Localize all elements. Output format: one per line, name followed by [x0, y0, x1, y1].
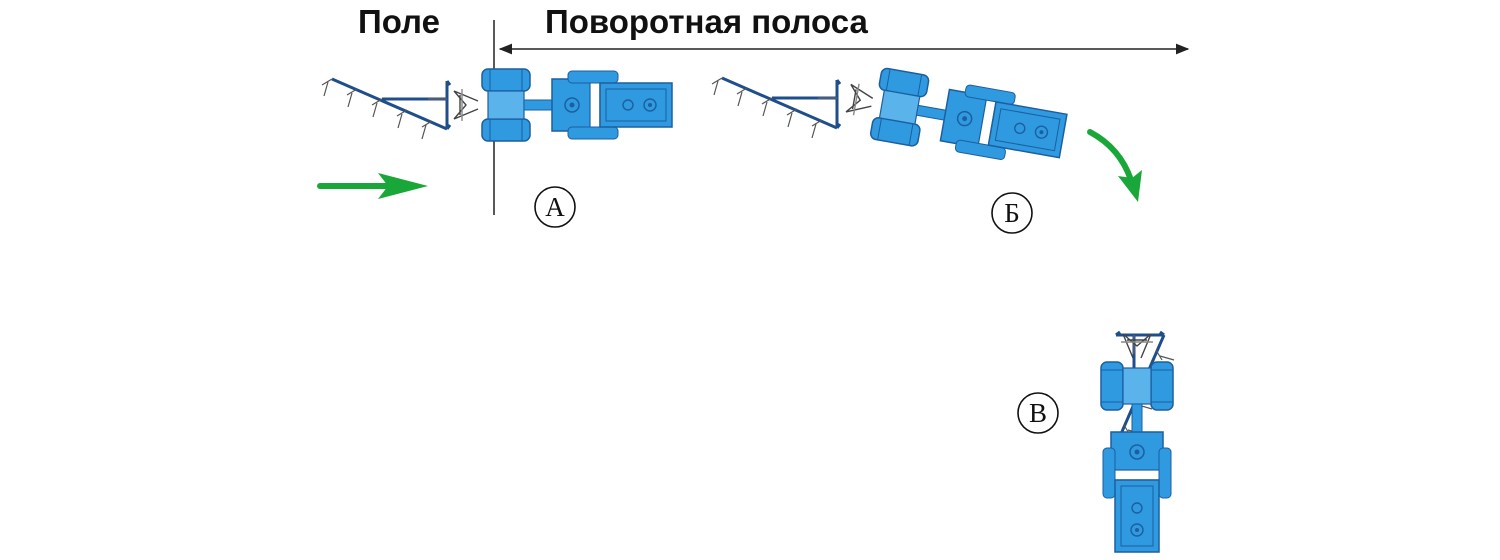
- direction-arrow-icon: [317, 173, 428, 199]
- position-a-tractor: [453, 68, 673, 142]
- position-marker-b: Б: [991, 192, 1033, 234]
- position-letter-v: В: [1029, 398, 1047, 428]
- turn-arrow-icon: [1087, 129, 1142, 202]
- position-b-plough: [710, 76, 842, 140]
- position-letter-a: А: [545, 192, 565, 222]
- headland-label: Поворотная полоса: [545, 3, 869, 40]
- field-label: Поле: [358, 3, 440, 40]
- position-marker-a: А: [534, 186, 576, 228]
- position-letter-b: Б: [1004, 198, 1020, 228]
- position-b-tractor: [841, 61, 1071, 173]
- position-marker-v: В: [1017, 392, 1059, 434]
- position-a-plough: [320, 77, 452, 141]
- position-v-tractor: [1100, 333, 1174, 553]
